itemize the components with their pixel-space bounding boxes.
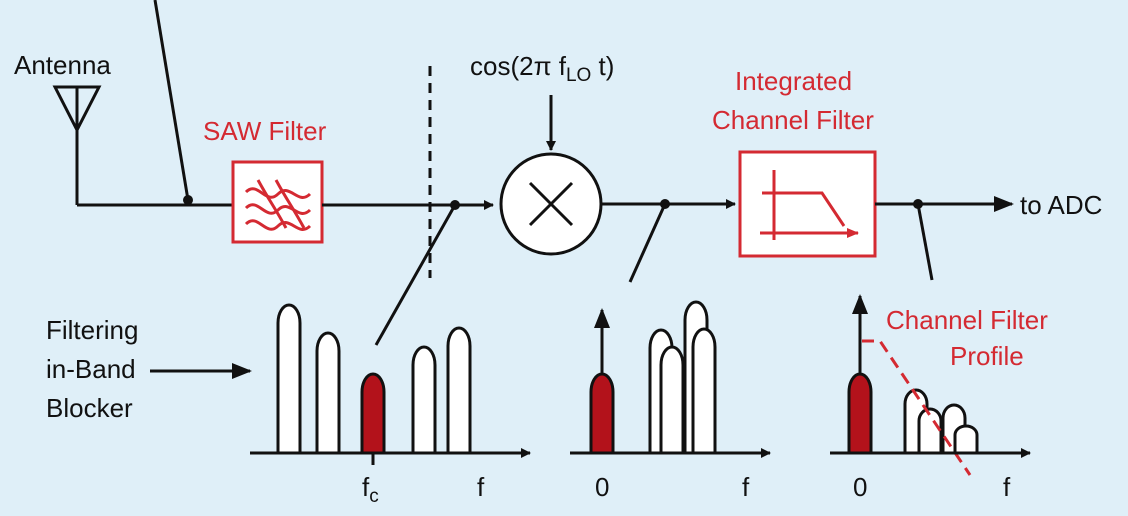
- blocker-bump: [691, 327, 717, 455]
- profile-label-2: Profile: [950, 341, 1024, 371]
- integrated-filter-label-1: Integrated: [735, 66, 852, 96]
- channel-filter-profile-curve: [862, 339, 972, 476]
- probe-dot-antenna: [183, 195, 193, 205]
- integrated-filter-label-2: Channel Filter: [712, 105, 874, 135]
- blocker-bump: [953, 424, 979, 455]
- saw-filter-label: SAW Filter: [203, 116, 327, 146]
- blocker-label-1: Filtering: [46, 315, 138, 345]
- lo-signal-label: cos(2π fLO t): [470, 51, 614, 86]
- to-adc-label: to ADC: [1020, 190, 1102, 220]
- antenna-icon: [52, 85, 102, 205]
- blocker-bump: [917, 407, 943, 455]
- if-out-zero-label: 0: [853, 472, 867, 502]
- channel-filter-block: [738, 150, 877, 258]
- if-spectrum-out: 0 f: [830, 294, 1031, 502]
- blocker-bump: [411, 345, 437, 455]
- blocker-bump: [276, 303, 302, 455]
- rf-f-label: f: [477, 472, 485, 502]
- saw-filter-block: [231, 160, 324, 244]
- profile-label-1: Channel Filter: [886, 305, 1048, 335]
- antenna-label: Antenna: [14, 50, 111, 80]
- if-mid-zero-label: 0: [595, 472, 609, 502]
- desired-signal-bump: [847, 372, 873, 455]
- rf-spectrum: fc f: [250, 303, 531, 507]
- mixer-icon: [499, 152, 603, 256]
- blocker-bump: [659, 345, 685, 455]
- if-spectrum-mid: 0 f: [570, 300, 771, 502]
- if-out-f-label: f: [1003, 472, 1011, 502]
- probe-line-filter: [916, 203, 934, 281]
- desired-signal-bump: [589, 372, 615, 455]
- probe-line-antenna: [153, 0, 190, 201]
- blocker-label-2: in-Band: [46, 354, 136, 384]
- blocker-label-3: Blocker: [46, 393, 133, 423]
- desired-signal-bump: [360, 372, 386, 455]
- probe-line-mixer: [628, 203, 667, 283]
- blocker-bump: [446, 326, 472, 455]
- fc-label: fc: [362, 472, 379, 507]
- if-mid-f-label: f: [742, 472, 750, 502]
- probe-line-saw: [374, 204, 457, 346]
- blocker-bump: [315, 331, 341, 455]
